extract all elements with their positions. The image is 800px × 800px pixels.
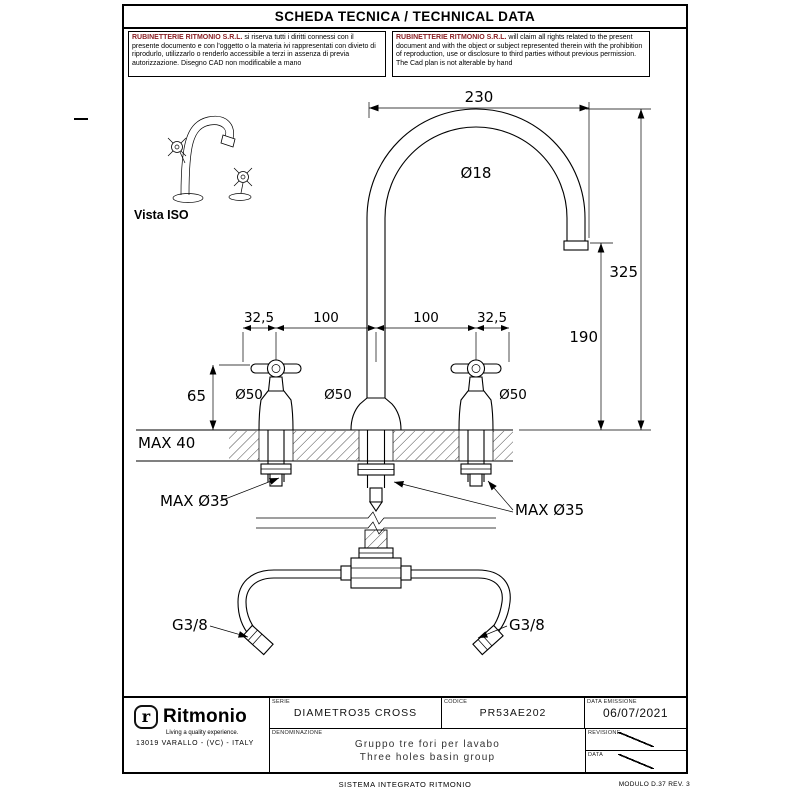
company-name: RUBINETTERIE RITMONIO S.R.L. xyxy=(132,34,243,41)
dim-total-height: 325 xyxy=(609,263,638,281)
serie-cell: SERIE DIAMETRO35 CROSS xyxy=(270,698,442,728)
iso-view: Vista ISO xyxy=(134,115,253,222)
under-deck-assembly xyxy=(237,430,511,656)
data-emissione-value: 06/07/2021 xyxy=(602,706,669,720)
data-emissione-label: DATA EMISSIONE xyxy=(587,699,637,705)
coupler xyxy=(364,529,388,549)
serie-label: SERIE xyxy=(272,699,291,705)
iso-aerator xyxy=(220,134,236,148)
brand-tagline: Living a quality experience. xyxy=(166,730,239,736)
iso-view-label: Vista ISO xyxy=(134,208,189,222)
logo-cell: r Ritmonio Living a quality experience. … xyxy=(124,698,270,772)
sheet-title: SCHEDA TECNICA / TECHNICAL DATA xyxy=(124,6,686,29)
dim-width: 230 xyxy=(465,88,494,106)
cross-handle-right xyxy=(450,359,502,431)
serie-value: DIAMETRO35 CROSS xyxy=(293,707,418,719)
dim-d50-right: Ø50 xyxy=(499,387,527,403)
disclaimer-italian: RUBINETTERIE RITMONIO S.R.L. si riserva … xyxy=(128,31,386,77)
dim-spacing-left: 100 xyxy=(313,310,339,326)
thread-label-left: G3/8 xyxy=(172,616,208,634)
mixer-body xyxy=(350,557,402,589)
dim-offset-left: 32,5 xyxy=(244,310,274,326)
data-empty-slash xyxy=(618,754,654,769)
denominazione-line2: Three holes basin group xyxy=(359,751,496,763)
denominazione-label: DENOMINAZIONE xyxy=(272,730,323,736)
dim-d50-center: Ø50 xyxy=(324,387,352,403)
company-name: RUBINETTERIE RITMONIO S.R.L. xyxy=(396,34,507,41)
codice-value: PR53AE202 xyxy=(479,707,547,719)
revisione-label: REVISIONE xyxy=(588,730,621,736)
ritmonio-logo-icon: r xyxy=(134,705,158,729)
cross-handle-left xyxy=(250,359,302,431)
fold-mark xyxy=(74,118,88,120)
spout-base xyxy=(350,397,402,431)
break-line-upper xyxy=(256,511,496,525)
disclaimer-row: RUBINETTERIE RITMONIO S.R.L. si riserva … xyxy=(128,31,650,77)
codice-label: CODICE xyxy=(444,699,468,705)
dim-max-thickness: MAX 40 xyxy=(138,434,195,452)
fitting-left xyxy=(242,624,274,656)
denominazione-cell: DENOMINAZIONE Gruppo tre fori per lavabo… xyxy=(270,729,586,772)
spout-aerator xyxy=(563,240,589,251)
brand-address: 13019 VARALLO - (VC) - ITALY xyxy=(136,740,255,747)
dim-spacing-right: 100 xyxy=(413,310,439,326)
dim-offset-right: 32,5 xyxy=(477,310,507,326)
dimensions: 230 Ø18 325 190 xyxy=(187,88,651,431)
data-cell: DATA xyxy=(586,751,686,772)
disclaimer-english: RUBINETTERIE RITMONIO S.R.L. will claim … xyxy=(392,31,650,77)
denominazione-line1: Gruppo tre fori per lavabo xyxy=(354,738,501,750)
disclaimer-italian-text: si riserva tutti i diritti connessi con … xyxy=(132,34,376,67)
revisione-empty-slash xyxy=(618,732,654,747)
disclaimer-english-text: will claim all rights related to the pre… xyxy=(396,34,643,67)
footer-module-text: MODULO D.37 REV. 3 xyxy=(618,781,690,788)
title-block: r Ritmonio Living a quality experience. … xyxy=(124,696,686,772)
dim-max-hole-left: MAX Ø35 xyxy=(160,492,229,510)
iso-cross-handle-far xyxy=(167,137,187,164)
dim-max-hole-right: MAX Ø35 xyxy=(515,501,584,519)
thread-label-right: G3/8 xyxy=(509,616,545,634)
data-emissione-cell: DATA EMISSIONE 06/07/2021 xyxy=(585,698,686,728)
codice-cell: CODICE PR53AE202 xyxy=(442,698,585,728)
tailpiece-arrow xyxy=(368,501,384,512)
dim-spout-height: 190 xyxy=(569,328,598,346)
dim-handle-height: 65 xyxy=(187,387,206,405)
logo-letter: r xyxy=(141,707,151,726)
footer-system-text: SISTEMA INTEGRATO RITMONIO xyxy=(338,780,472,789)
callouts: MAX 40 MAX Ø35 MAX Ø35 G3/8 G3/8 xyxy=(138,434,584,639)
sheet-frame: SCHEDA TECNICA / TECHNICAL DATA RUBINETT… xyxy=(122,4,688,774)
brand-name: Ritmonio xyxy=(163,706,247,727)
technical-drawing: Vista ISO xyxy=(134,88,651,656)
counter-section xyxy=(136,429,513,462)
iso-cross-handle-near xyxy=(228,167,253,201)
dim-spout-diameter: Ø18 xyxy=(461,164,492,182)
break-line-lower xyxy=(256,521,496,535)
dim-d50-left: Ø50 xyxy=(235,387,263,403)
data-label: DATA xyxy=(588,752,604,758)
revisione-cell: REVISIONE xyxy=(586,729,686,751)
